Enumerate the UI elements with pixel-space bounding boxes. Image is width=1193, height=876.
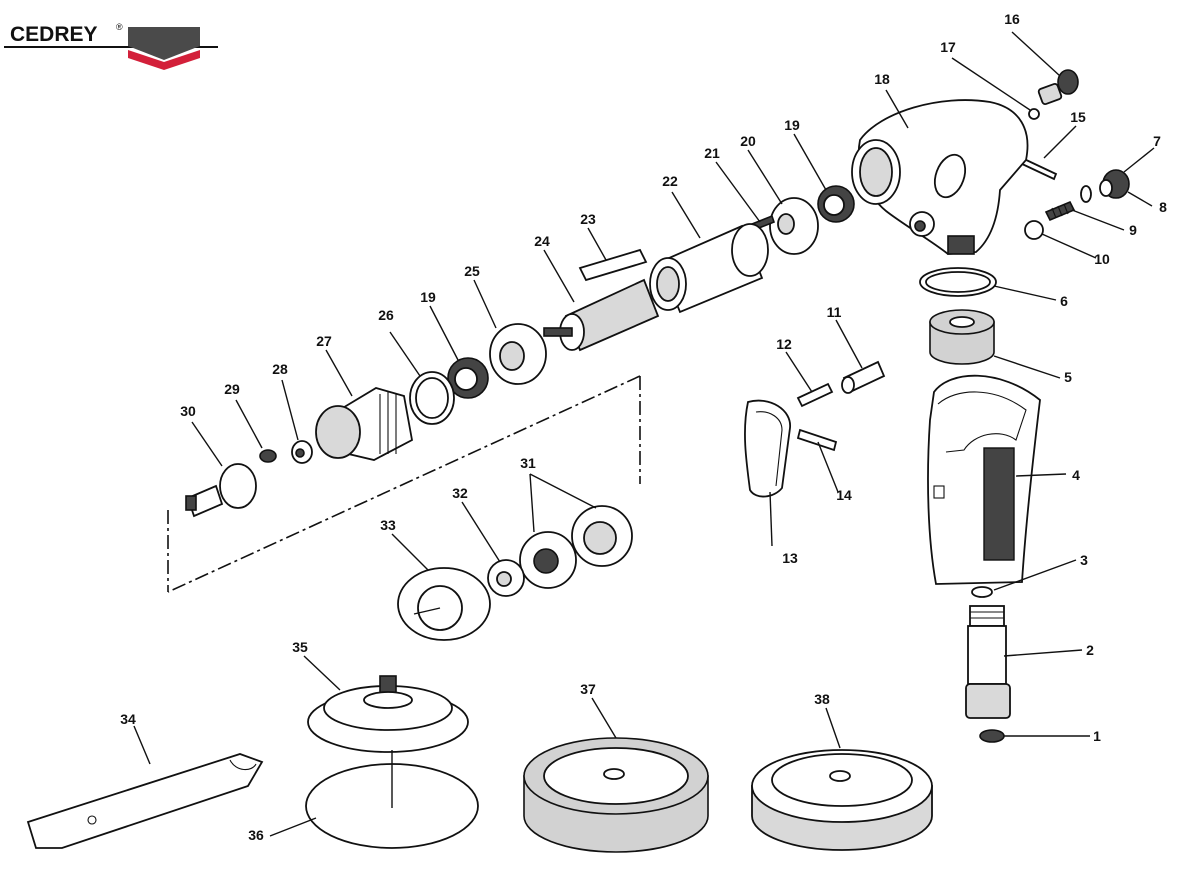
part-16-inlet-fitting [1037,69,1079,105]
part-24-rotor [543,278,660,352]
part-number-labels: 1 2 3 4 5 6 7 8 9 10 11 12 13 14 15 16 1… [120,11,1167,843]
part-number-label: 26 [378,307,394,323]
part-number-label: 35 [292,639,308,655]
brand-registered-mark: ® [116,22,123,32]
part-31-bearing-large [571,505,633,567]
part-20-end-plate [769,197,819,255]
part-1-filter-disc [979,729,1005,743]
part-number-label: 38 [814,691,830,707]
part-number-label: 23 [580,211,596,227]
part-37-polishing-foam-pad [523,737,709,853]
brand-logo: CEDREY ® [4,22,218,70]
part-25-rear-plate [489,323,547,385]
part-number-label: 27 [316,333,332,349]
part-14-lever-pin [796,428,838,452]
part-number-label: 21 [704,145,720,161]
part-23-rotor-blade [578,248,648,282]
part-30-spindle [185,463,257,518]
part-number-label: 7 [1153,133,1161,149]
part-4-handle-grip [927,374,1041,585]
brand-chevron-red [128,50,200,70]
part-12-pin [796,382,834,408]
part-number-label: 8 [1159,199,1167,215]
part-number-label: 10 [1094,251,1110,267]
part-number-label: 30 [180,403,196,419]
part-number-label: 31 [520,455,536,471]
part-number-label: 36 [248,827,264,843]
part-38-wool-pad [751,749,933,851]
part-10-valve [1024,220,1044,240]
part-number-label: 22 [662,173,678,189]
part-number-label: 34 [120,711,136,727]
part-number-label: 11 [827,304,842,320]
assembly-guide-line [167,375,641,593]
part-number-label: 32 [452,485,468,501]
part-number-label: 25 [464,263,480,279]
part-29-pin [259,449,277,463]
part-27-front-housing [315,387,414,461]
part-19-bearing-front [447,357,489,399]
part-number-label: 37 [580,681,596,697]
part-number-label: 20 [740,133,756,149]
part-number-label: 9 [1129,222,1137,238]
part-7-valve-cap [1099,169,1130,199]
part-18-motor-housing [851,99,1029,255]
part-number-label: 18 [874,71,890,87]
brand-chevron-grey [128,27,200,60]
part-13-throttle-lever [744,399,791,498]
part-number-label: 12 [776,336,792,352]
part-36-sanding-disc [305,750,479,849]
part-32-lock-nut [487,559,525,597]
part-number-label: 15 [1070,109,1086,125]
part-6-o-ring [919,267,997,297]
part-number-label: 14 [836,487,852,503]
part-number-label: 29 [224,381,240,397]
part-28-nut [291,440,313,464]
part-number-label: 6 [1060,293,1068,309]
part-3-washer [971,586,993,598]
part-number-label: 4 [1072,467,1080,483]
part-17-ball [1028,108,1040,120]
part-number-label: 5 [1064,369,1072,385]
part-35-backing-pad [307,675,469,753]
part-9-spring [1044,200,1076,222]
part-number-label: 2 [1086,642,1094,658]
part-8-o-ring [1080,185,1092,203]
part-number-label: 1 [1093,728,1101,744]
part-31-bearing-small [519,531,577,589]
part-number-label: 3 [1080,552,1088,568]
part-26-o-ring [409,371,455,425]
part-number-label: 33 [380,517,396,533]
part-19-bearing-rear [817,185,855,223]
brand-name: CEDREY [10,23,98,46]
part-2-inlet-bushing [965,605,1011,719]
part-number-label: 13 [782,550,798,566]
part-number-label: 19 [420,289,436,305]
part-number-label: 28 [272,361,288,377]
leader-lines [133,31,1155,837]
part-34-wrench [26,753,264,849]
part-11-valve-stem [841,360,886,394]
part-33-bearing-housing [397,567,491,641]
part-number-label: 16 [1004,11,1020,27]
part-22-cylinder [649,223,769,314]
part-5-muffler-foam [929,309,995,365]
part-number-label: 19 [784,117,800,133]
part-number-label: 24 [534,233,550,249]
part-number-label: 17 [940,39,956,55]
